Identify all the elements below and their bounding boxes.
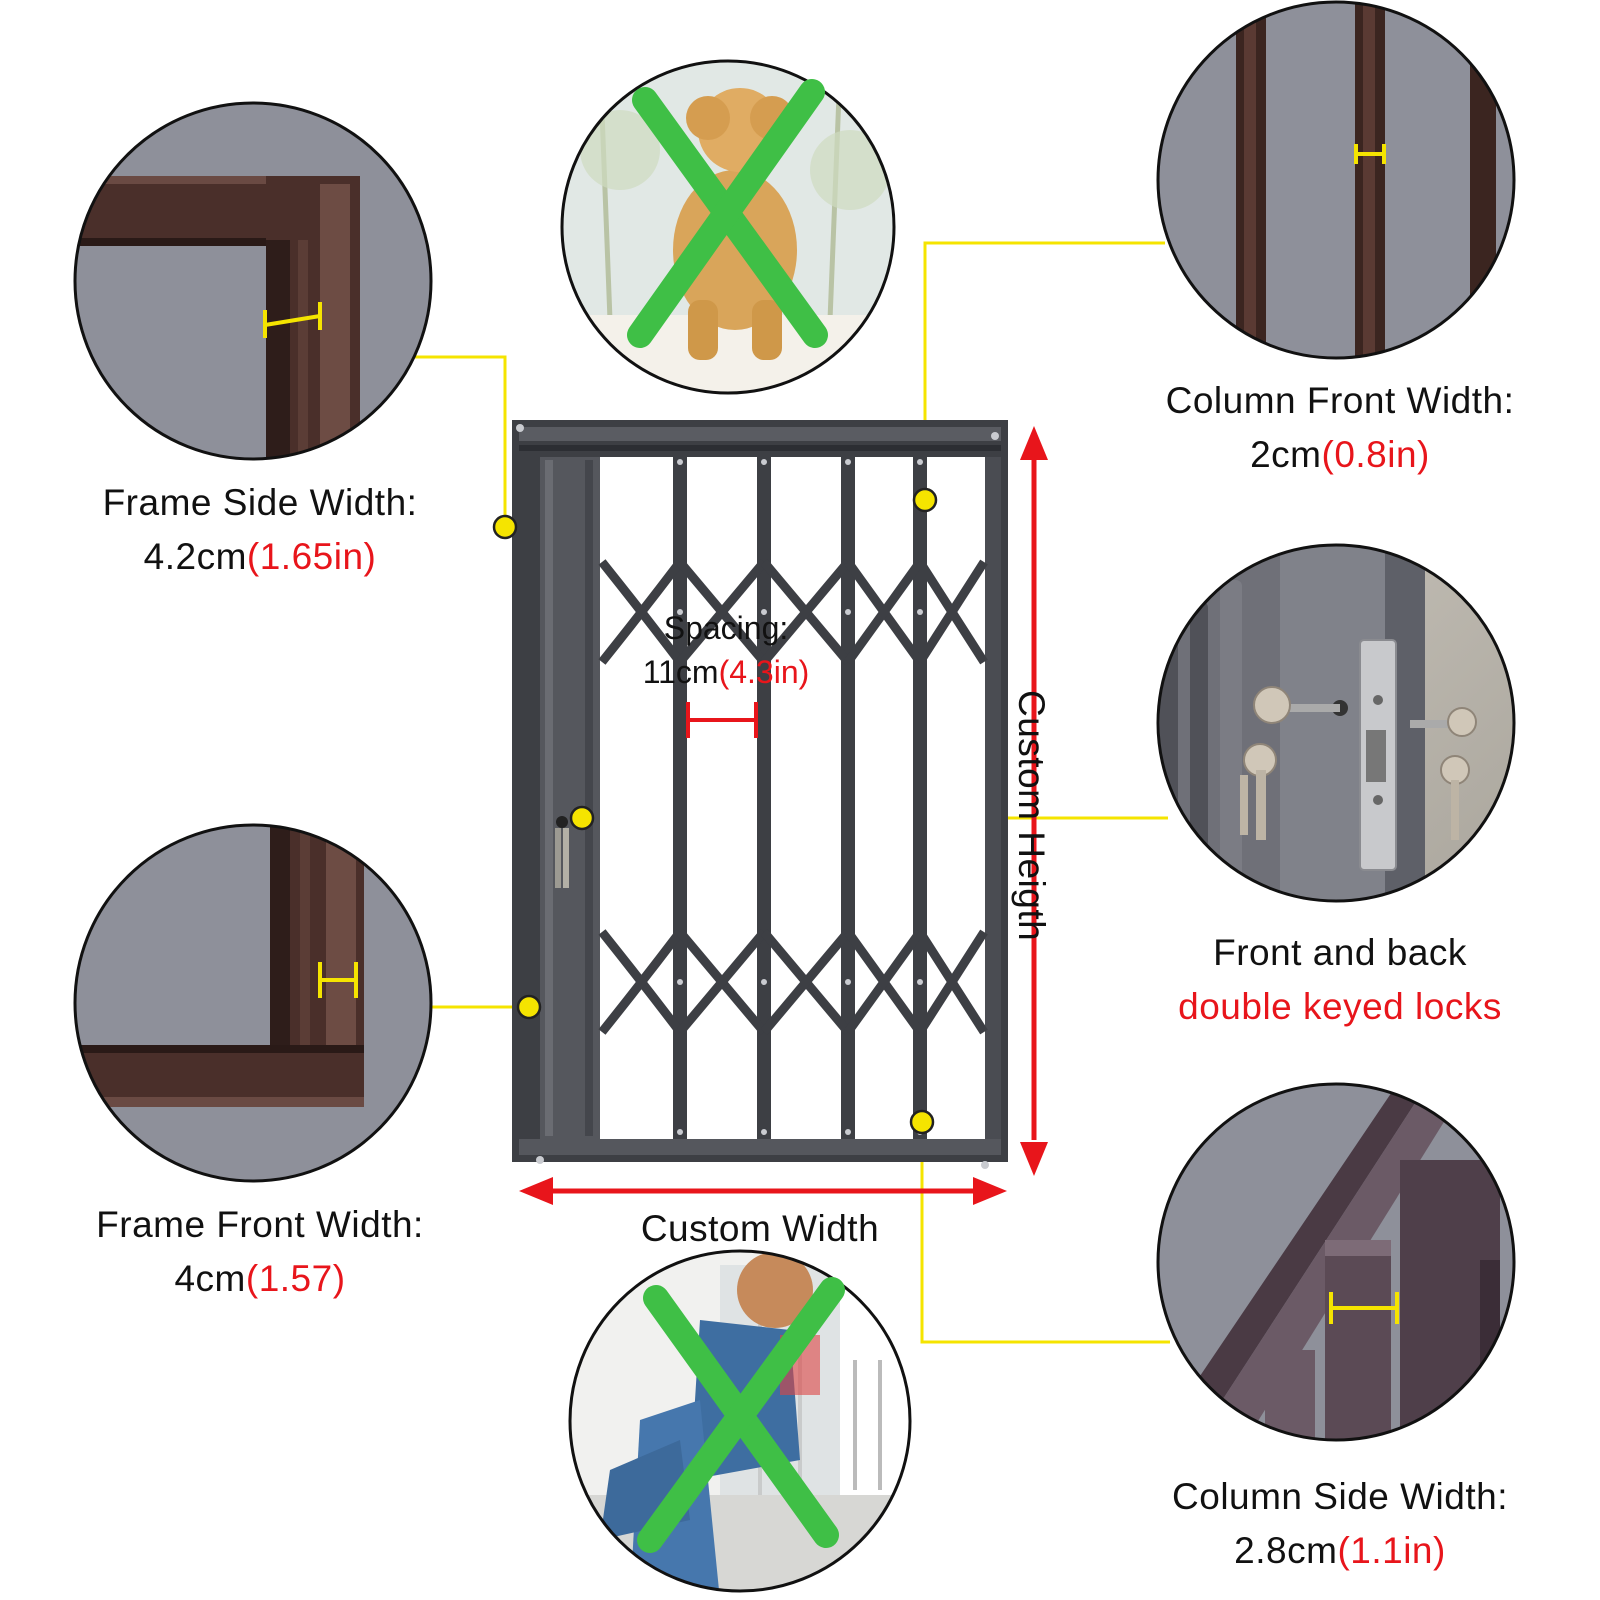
column-front-width-label: Column Front Width: 2cm(0.8in)	[1165, 380, 1515, 475]
frame-front-width-label: Frame Front Width: 4cm(1.57)	[96, 1204, 424, 1299]
frame-side-measure	[263, 302, 322, 338]
gate-lattice	[598, 559, 988, 1035]
locks-label: Front and back double keyed locks	[1178, 932, 1502, 1027]
column-side-width-label: Column Side Width: 2.8cm(1.1in)	[1172, 1476, 1508, 1571]
leader-frame-side	[415, 355, 507, 527]
spacing-label: Spacing: 11cm(4.3in)	[642, 610, 810, 690]
column-side-measure	[1329, 1292, 1399, 1324]
custom-width-label: Custom Width	[640, 1208, 880, 1249]
gate-pickets	[673, 457, 927, 1139]
custom-height-label: Custom Heigth	[1011, 690, 1052, 942]
leader-column-side	[920, 1122, 1170, 1344]
child-not-allowed-icon	[568, 1249, 912, 1593]
height-arrow	[1020, 426, 1048, 1176]
leader-column-front	[923, 241, 1165, 500]
dog-not-allowed-icon	[560, 59, 896, 395]
column-front-detail	[1158, 2, 1514, 358]
column-side-detail	[1158, 1084, 1514, 1440]
frame-front-measure	[318, 962, 358, 998]
frame-side-width-label: Frame Side Width: 4.2cm(1.65in)	[102, 482, 418, 577]
frame-front-detail	[75, 825, 431, 1181]
column-front-measure	[1354, 144, 1386, 164]
spacing-measure	[686, 702, 758, 738]
width-arrow	[519, 1177, 1007, 1205]
locks-detail	[1158, 545, 1514, 901]
security-gate	[512, 420, 1008, 1169]
lock-keys-icon	[555, 816, 569, 888]
callout-dots	[492, 487, 938, 1135]
